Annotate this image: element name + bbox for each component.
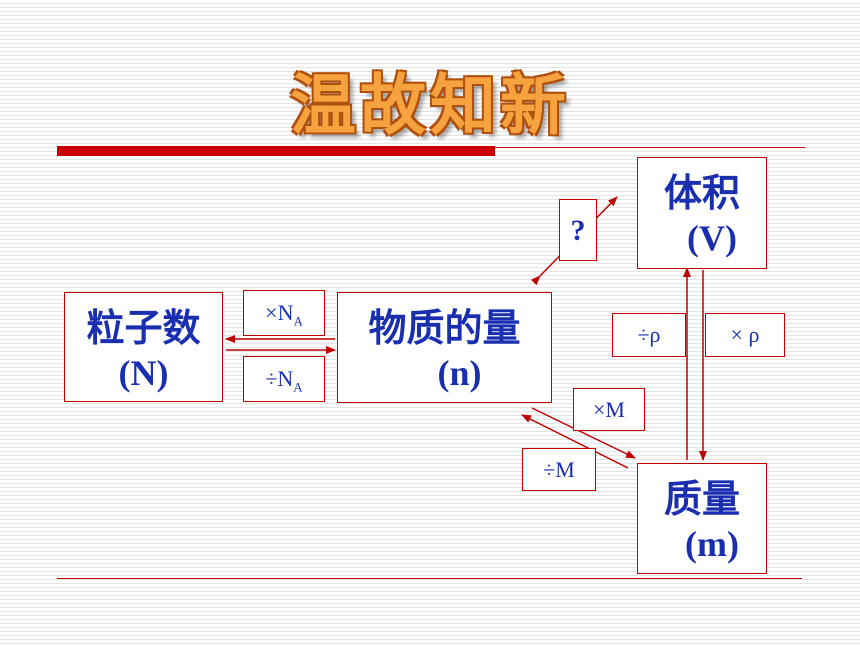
box-particle-number: 粒子数 (N) — [64, 292, 223, 402]
arrow-n-to-m — [531, 407, 636, 459]
op-divide-na-text: ÷N — [265, 366, 294, 391]
arrow-m-to-n — [521, 414, 629, 469]
op-times-rho: × ρ — [705, 313, 785, 357]
box-volume-label: 体积 — [663, 171, 740, 215]
op-divide-na: ÷NA — [243, 356, 325, 402]
box-volume: 体积 (V) — [637, 157, 767, 269]
box-mass: 质量 (m) — [637, 463, 767, 574]
op-divide-m: ÷M — [522, 448, 596, 491]
question-mark: ? — [559, 199, 597, 261]
box-amount-label: 物质的量 — [368, 306, 521, 350]
op-times-na: ×NA — [243, 290, 325, 336]
box-amount-symbol: (n) — [437, 353, 482, 393]
title-underline-bar — [57, 146, 495, 156]
box-mass-symbol: (m) — [685, 524, 739, 564]
op-times-m: ×M — [573, 388, 645, 431]
op-divide-rho: ÷ρ — [612, 313, 686, 357]
box-amount-of-substance: 物质的量 (n) — [337, 292, 552, 403]
slide-title: 温故知新 — [290, 67, 570, 144]
title-underline-thin — [495, 147, 805, 148]
op-times-na-text: ×N — [265, 300, 294, 325]
box-volume-symbol: (V) — [687, 218, 737, 258]
footer-line — [57, 578, 802, 579]
op-times-na-sub: A — [293, 313, 303, 329]
box-particle-number-symbol: (N) — [118, 353, 169, 393]
op-divide-na-sub: A — [293, 379, 303, 395]
box-particle-number-label: 粒子数 — [86, 306, 201, 350]
box-mass-label: 质量 — [663, 477, 740, 521]
